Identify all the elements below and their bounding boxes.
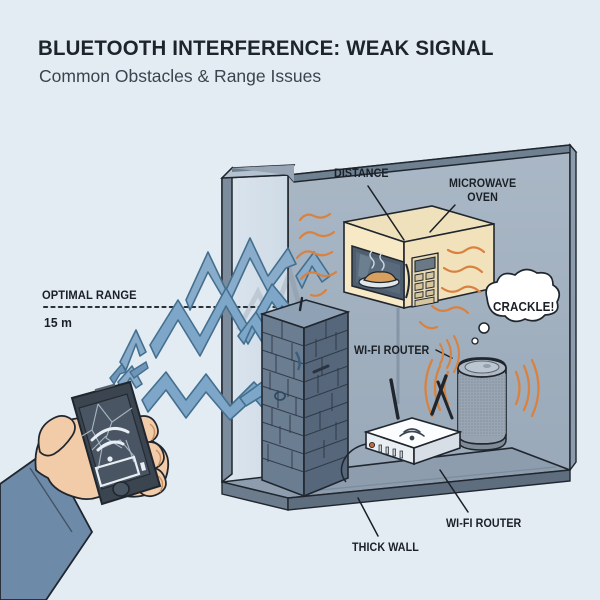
wifi-router-upper-waves bbox=[438, 334, 461, 374]
room-right-frame-edge bbox=[569, 143, 577, 473]
leader-thick-wall bbox=[357, 497, 379, 537]
wifi-router-antenna-upper bbox=[436, 380, 454, 420]
label-microwave-oven: MICROWAVE OVEN bbox=[449, 178, 516, 205]
bluetooth-signal-icon bbox=[90, 426, 130, 462]
wave-absorption-mark-1 bbox=[294, 351, 301, 371]
speaker-base bbox=[457, 433, 507, 451]
label-wifi-router-lower: WI-FI ROUTER bbox=[446, 518, 522, 530]
brick-wall-front-face bbox=[261, 312, 305, 498]
leader-wifi-lower bbox=[439, 469, 469, 513]
label-thick-wall: THICK WALL bbox=[352, 542, 419, 554]
wall-detail-streak bbox=[312, 364, 330, 374]
router-cable bbox=[340, 443, 367, 483]
hand-holding-phone bbox=[0, 380, 170, 600]
leader-distance bbox=[367, 185, 405, 241]
bluetooth-signal-waves bbox=[117, 237, 301, 431]
label-wifi-router-upper: WI-FI ROUTER bbox=[354, 345, 430, 357]
speaker-top-ring bbox=[464, 360, 500, 374]
smartphone bbox=[70, 380, 162, 506]
floor-seam bbox=[299, 466, 557, 493]
room-left-frame-edge bbox=[221, 166, 233, 484]
router-antenna-right bbox=[430, 374, 448, 416]
label-microwave-line1: MICROWAVE bbox=[449, 178, 517, 190]
bubble-tail-small bbox=[471, 337, 479, 345]
microwave-oven bbox=[343, 205, 495, 404]
bubble-tail-large bbox=[478, 322, 490, 334]
label-optimal-range-value: 15 m bbox=[44, 315, 72, 330]
microwave-food bbox=[363, 271, 397, 284]
router-status-leds bbox=[368, 441, 403, 459]
label-crackle: CRACKLE! bbox=[493, 300, 555, 314]
speaker-mesh-texture bbox=[458, 374, 506, 436]
speaker-led-indicator bbox=[483, 364, 491, 368]
leader-microwave bbox=[429, 204, 456, 233]
battery-icon bbox=[94, 455, 146, 488]
router-antenna-left bbox=[389, 378, 400, 420]
thumb bbox=[37, 415, 76, 457]
leader-lines bbox=[357, 185, 469, 537]
router-wifi-icon bbox=[399, 428, 425, 441]
page-title: BLUETOOTH INTERFERENCE: WEAK SIGNAL bbox=[38, 36, 494, 60]
phone-home-button bbox=[112, 481, 130, 497]
microwave-door-handle bbox=[405, 263, 410, 299]
microwave-interference-waves bbox=[295, 212, 486, 330]
room-ceiling-sliver bbox=[232, 165, 294, 182]
wall-detail-pin bbox=[298, 296, 304, 312]
label-distance: DISTANCE bbox=[334, 168, 389, 180]
phone-earpiece bbox=[94, 383, 116, 392]
page-subtitle: Common Obstacles & Range Issues bbox=[39, 66, 322, 86]
label-optimal-range: OPTIMAL RANGE bbox=[42, 288, 137, 302]
wave-absorption-mark-2 bbox=[274, 391, 286, 401]
label-microwave-line2: OVEN bbox=[467, 191, 498, 204]
microwave-window-glare bbox=[358, 254, 372, 280]
microwave-display bbox=[414, 256, 436, 273]
microwave-buttons bbox=[414, 270, 435, 308]
microwave-steam bbox=[369, 250, 385, 271]
bubble-cloud bbox=[485, 268, 561, 323]
wifi-router bbox=[340, 374, 463, 483]
sleeve-fold bbox=[29, 467, 73, 533]
smart-speaker bbox=[457, 357, 507, 451]
thick-brick-wall bbox=[259, 296, 351, 498]
phone-signal-spark bbox=[109, 360, 149, 386]
router-side-face bbox=[413, 430, 461, 466]
fingernails bbox=[149, 423, 164, 493]
crackle-speech-bubble bbox=[471, 268, 561, 345]
